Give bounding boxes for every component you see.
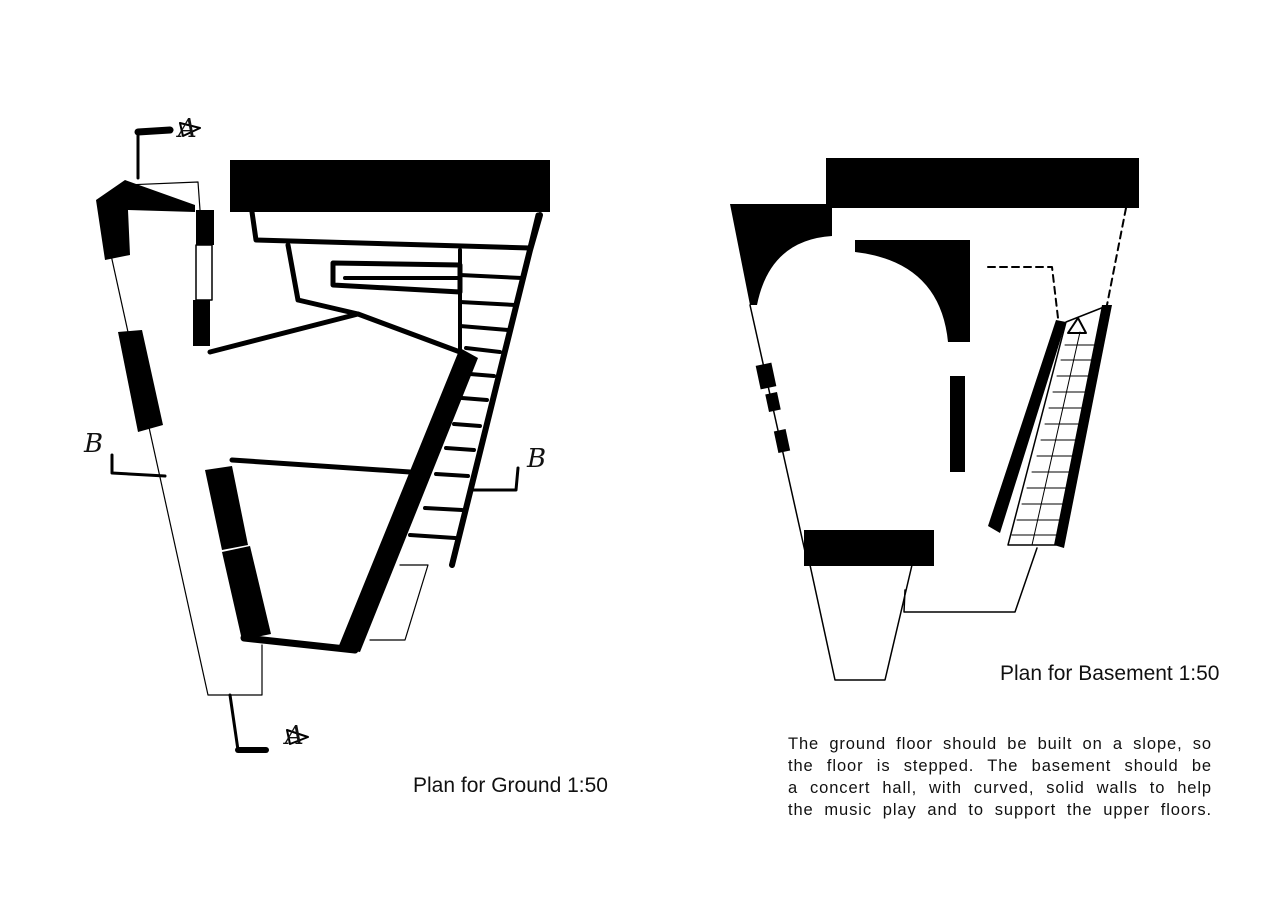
basement-block xyxy=(773,428,791,454)
ground-south-wall xyxy=(240,634,359,654)
ground-south-wall-west2 xyxy=(222,546,271,640)
ground-plan-caption: Plan for Ground 1:50 xyxy=(413,774,608,797)
note-line: The ground floor should be built on a sl… xyxy=(788,735,1212,753)
basement-stair-outline xyxy=(1007,306,1105,546)
section-mark-a-bottom: A xyxy=(283,721,304,751)
ground-stair-treads xyxy=(408,273,524,540)
ground-floor-plan xyxy=(96,122,550,753)
ground-west-wall-mid xyxy=(118,330,163,432)
section-line-a-top xyxy=(136,128,174,180)
ground-outline-left xyxy=(99,204,263,696)
basement-block xyxy=(755,362,777,390)
basement-stair-center xyxy=(1031,331,1081,546)
basement-block xyxy=(765,391,781,413)
basement-plan-caption: Plan for Basement 1:50 xyxy=(1000,662,1220,685)
section-line-a-bottom xyxy=(228,693,268,752)
section-line-b-left xyxy=(110,453,167,478)
basement-west-curved-wall xyxy=(730,204,832,305)
ground-west-wall-top xyxy=(96,180,195,260)
basement-south-wall xyxy=(804,530,934,566)
basement-stair-arrow xyxy=(1067,317,1087,334)
basement-stair-wall-east xyxy=(1054,305,1112,548)
basement-inner-curved-wall xyxy=(855,240,970,342)
section-line-b-right xyxy=(468,466,520,492)
ground-east-wall xyxy=(338,348,478,652)
section-mark-a-top: A xyxy=(176,114,197,144)
section-mark-b-left: B xyxy=(83,429,103,459)
note-line: the floor is stepped. The basement shoul… xyxy=(788,757,1212,775)
ground-stair-rail xyxy=(449,212,543,568)
ground-wall-piece xyxy=(193,300,210,346)
ground-wall-piece xyxy=(196,210,214,245)
basement-pillar xyxy=(950,376,965,472)
ground-room-line xyxy=(249,209,541,251)
ground-room-line xyxy=(285,242,361,317)
basement-north-wall xyxy=(826,158,1139,208)
ground-stair-outline xyxy=(369,564,429,641)
basement-stair-wall-west xyxy=(988,320,1066,533)
basement-dashed-line xyxy=(1106,207,1127,306)
basement-stair-treads xyxy=(1011,344,1100,536)
basement-dashed-line xyxy=(987,266,1059,319)
ground-outline xyxy=(124,181,201,211)
section-arrow-a-bottom xyxy=(286,729,309,745)
ground-room-line xyxy=(207,311,463,355)
section-arrow-a-top xyxy=(179,122,201,137)
basement-plan xyxy=(730,158,1139,681)
ground-south-wall-west xyxy=(205,466,248,550)
ground-north-wall xyxy=(230,160,550,212)
basement-outline-south xyxy=(809,564,913,681)
ground-room-line xyxy=(229,457,413,475)
design-note: The ground floor should be built on a sl… xyxy=(788,733,1212,821)
basement-outline-southeast xyxy=(903,547,1038,613)
note-line: a concert hall, with curved, solid walls… xyxy=(788,779,1212,797)
section-mark-b-right: B xyxy=(526,444,546,474)
note-line: the music play and to support the upper … xyxy=(788,801,1212,819)
ground-window xyxy=(195,244,213,301)
